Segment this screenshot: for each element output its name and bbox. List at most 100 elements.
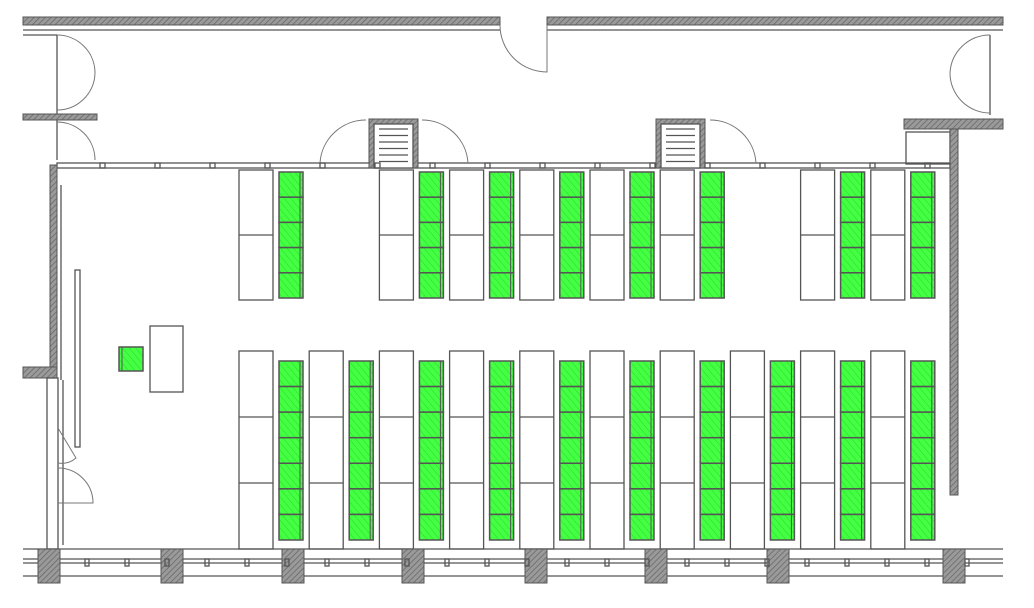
window-mullion (154, 162, 161, 169)
chair (348, 513, 374, 541)
window-mullion (374, 162, 381, 169)
chair (910, 360, 936, 388)
window-mullion (429, 162, 436, 169)
chair (839, 462, 866, 490)
chair (278, 411, 304, 439)
chair (769, 436, 796, 465)
chair (559, 488, 585, 516)
chair (629, 385, 655, 413)
chair (699, 385, 725, 413)
chair (839, 513, 866, 541)
chair (629, 462, 655, 490)
chair (699, 513, 725, 541)
chair (839, 196, 866, 224)
desk (448, 350, 485, 550)
chair (629, 272, 655, 299)
chair (488, 171, 515, 198)
chair (699, 272, 725, 299)
chair (839, 171, 866, 198)
chair (418, 462, 445, 490)
chair (559, 385, 585, 413)
chair (629, 513, 655, 541)
chair (559, 221, 585, 249)
chair (278, 171, 304, 198)
chair (839, 360, 866, 388)
chair (348, 462, 374, 490)
window-mullion (284, 558, 290, 567)
chair (559, 411, 585, 439)
window-mullion (604, 558, 610, 567)
window-mullion (884, 558, 890, 567)
desk (659, 350, 695, 550)
desk (238, 350, 274, 550)
chair (910, 171, 936, 198)
chair (699, 411, 725, 439)
window-mullion (924, 162, 931, 169)
chair (418, 246, 445, 274)
chair (910, 246, 936, 274)
window-mullion (84, 558, 90, 567)
chair (488, 488, 515, 516)
chair (559, 246, 585, 274)
chair (699, 462, 725, 490)
teacher-desk (149, 325, 184, 393)
chair (488, 462, 515, 490)
chair (769, 488, 796, 516)
door-swing-arc (709, 119, 757, 164)
chair (699, 360, 725, 388)
chair (488, 272, 515, 299)
teacher-chair (118, 346, 144, 372)
door-swing-arc (319, 119, 367, 164)
chair (769, 385, 796, 413)
chair (629, 221, 655, 249)
pillar (766, 548, 790, 584)
window-mullion (324, 558, 330, 567)
pillar (942, 548, 966, 584)
chair (278, 436, 304, 465)
window-mullion (319, 162, 326, 169)
left-corridor-doors (22, 34, 98, 161)
pillar (37, 548, 61, 584)
window-mullion (209, 162, 216, 169)
chair (418, 385, 445, 413)
pillar (281, 548, 305, 584)
chair (278, 196, 304, 224)
window-mullion (404, 558, 410, 567)
door-swing-arc (421, 119, 469, 164)
chair (629, 411, 655, 439)
window-mullion (444, 558, 450, 567)
chair (839, 411, 866, 439)
chair (910, 462, 936, 490)
chair (488, 513, 515, 541)
desk (589, 350, 625, 550)
desk (519, 350, 555, 550)
room-left-wall (22, 164, 94, 550)
chair (348, 385, 374, 413)
pillar (401, 548, 425, 584)
window-mullion (484, 558, 490, 567)
chair (769, 411, 796, 439)
teacher-area (118, 325, 184, 393)
window-mullion (724, 558, 730, 567)
chair (910, 488, 936, 516)
chair (418, 196, 445, 224)
chair (559, 360, 585, 388)
chair (278, 385, 304, 413)
window-mullion (804, 558, 810, 567)
chair (629, 488, 655, 516)
chair (278, 246, 304, 274)
window-mullion (649, 162, 656, 169)
chair (629, 360, 655, 388)
chair (559, 272, 585, 299)
window-mullion (964, 558, 970, 567)
chair (488, 411, 515, 439)
chair (699, 196, 725, 224)
chair (278, 272, 304, 299)
window-mullion (164, 558, 170, 567)
ventilation-shafts (99, 118, 931, 169)
chair (769, 513, 796, 541)
chair (559, 196, 585, 224)
chair (839, 488, 866, 516)
vent-shaft (660, 123, 701, 169)
chair (348, 360, 374, 388)
